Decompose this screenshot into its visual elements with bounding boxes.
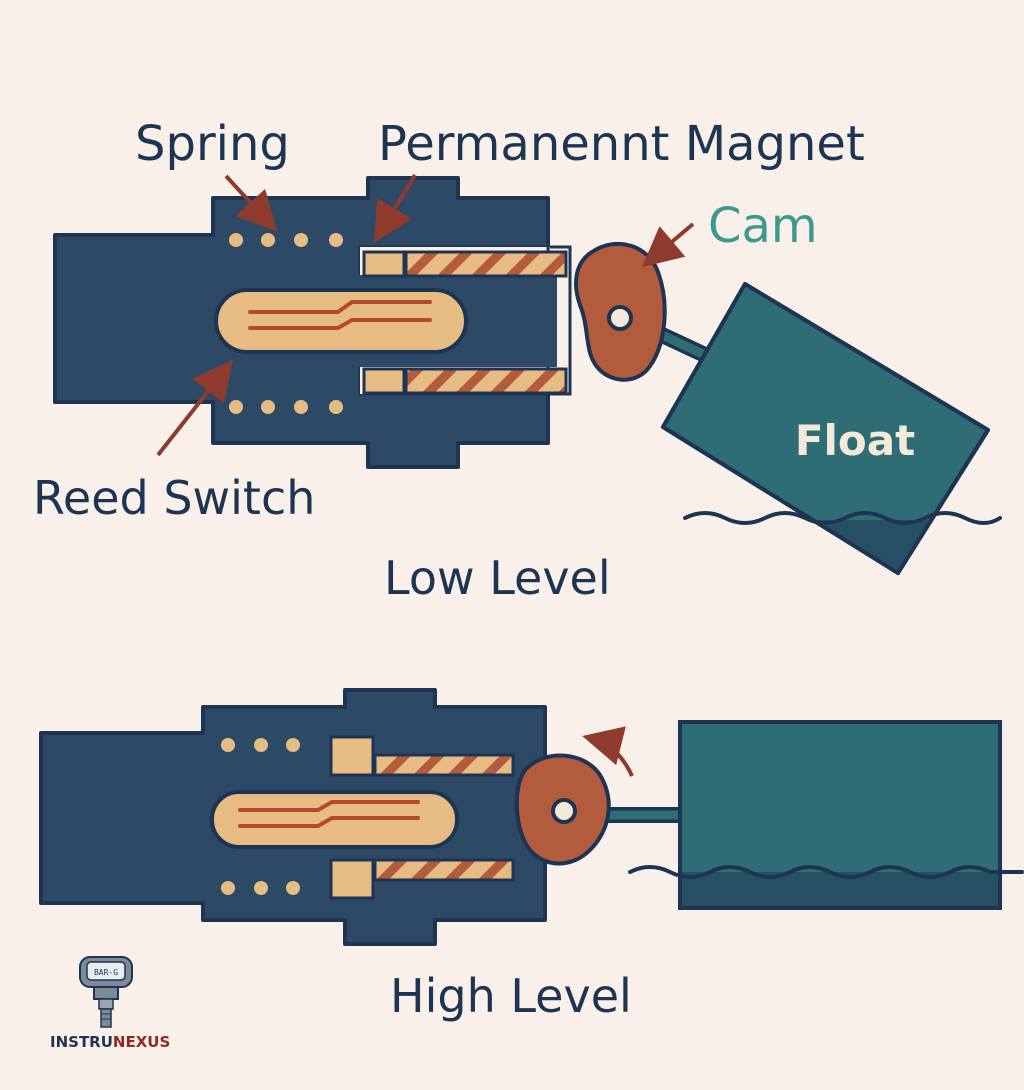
permanent-magnet-lower-high [329,858,515,900]
low-level-title: Low Level [384,551,611,605]
float-label: Float [795,416,915,465]
svg-text:BAR-G: BAR-G [94,968,118,977]
high-level-title: High Level [390,969,632,1023]
cam-label: Cam [708,198,818,254]
permanent-magnet-upper [362,250,568,278]
water-line-high [628,865,1024,879]
permanent-magnet-upper-high [329,735,515,777]
spring-arrow [224,174,278,232]
high-level-assembly: High Level [39,688,1024,1023]
cam-low [574,241,667,382]
reed-switch-high [210,790,459,849]
spring-label: Spring [135,116,290,172]
cam-high [514,753,611,866]
instrunexus-logo: BAR-G INSTRUNEXUS [50,956,170,1051]
reed-switch-arrow [156,359,233,457]
magnet-arrow [373,173,417,243]
float-low: Float [661,282,990,575]
reed-switch-label: Reed Switch [33,471,315,525]
spring-dots-upper-high [221,738,300,752]
logo-text-main: INSTRU [50,1033,113,1051]
float-high [678,720,1002,910]
magnet-label: Permanennt Magnet [378,116,865,172]
permanent-magnet-lower [362,367,568,395]
water-line-low [683,511,1002,525]
low-level-assembly: Float Spring Permanennt Magnet Cam Reed … [33,116,1002,605]
spring-dots-upper [229,233,343,247]
logo-text-accent: NEXUS [113,1033,170,1051]
svg-text:INSTRUNEXUS: INSTRUNEXUS [50,1033,170,1051]
spring-dots-lower-high [221,881,300,895]
cam-arrow [641,222,695,268]
rotation-arrow [582,726,634,777]
pressure-transmitter-icon: BAR-G [79,956,133,1028]
reed-switch [214,288,468,354]
